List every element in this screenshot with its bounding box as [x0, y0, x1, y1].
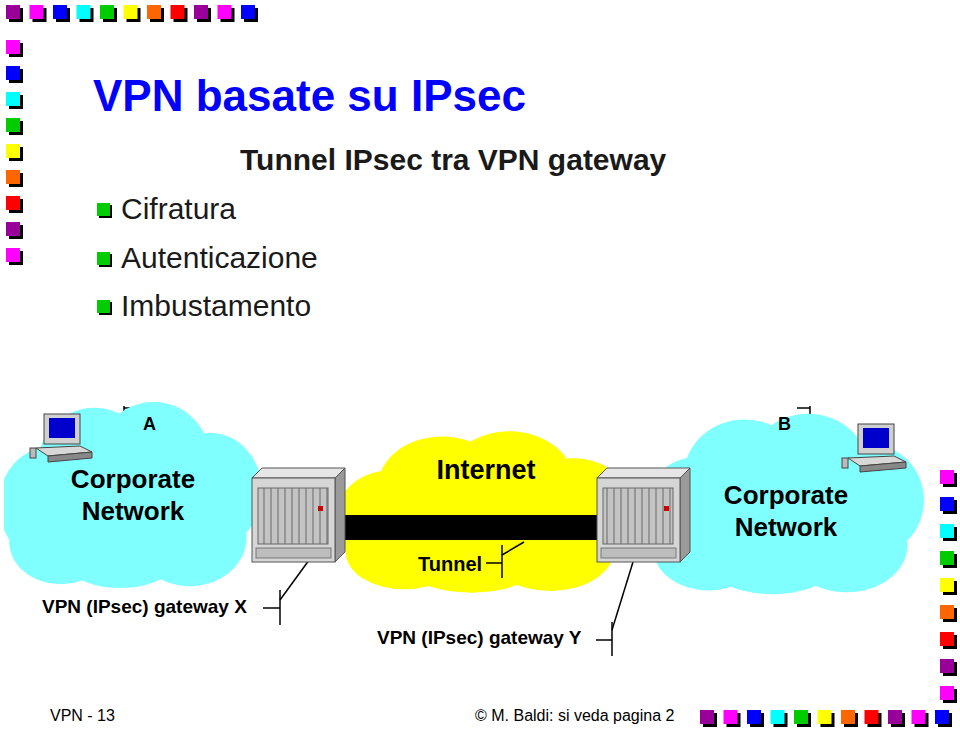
tunnel-label: Tunnel [418, 553, 482, 575]
cloud-shape [4, 398, 262, 592]
host-label: A [143, 415, 156, 435]
cloud-shape [340, 428, 632, 596]
slide-title: VPN basate su IPsec [93, 72, 526, 120]
corporate-cloud: Corporate Network [648, 410, 924, 598]
gateway-label: VPN (IPsec) gateway X [42, 597, 247, 618]
internet-cloud: Internet [340, 428, 632, 596]
copyright-note: © M. Baldi: si veda pagina 2 [475, 707, 674, 725]
gateway-label: VPN (IPsec) gateway Y [377, 628, 582, 649]
gateway-rack-x [252, 468, 345, 562]
slide-number: VPN - 13 [50, 707, 115, 725]
corporate-cloud: Corporate Network [4, 398, 262, 592]
bullet-text: Cifratura [121, 192, 236, 225]
subtitle: Tunnel IPsec tra VPN gateway [240, 143, 666, 176]
cloud-label: Internet [436, 454, 535, 488]
host-label: B [778, 415, 791, 435]
cloud-label: Corporate Network [53, 463, 213, 528]
bullet-text: Autenticazione [121, 241, 318, 274]
bullet-squares [97, 203, 112, 315]
decor-squares [6, 5, 957, 727]
cloud-label: Corporate Network [700, 479, 871, 544]
bullet-text: Imbustamento [121, 289, 311, 322]
